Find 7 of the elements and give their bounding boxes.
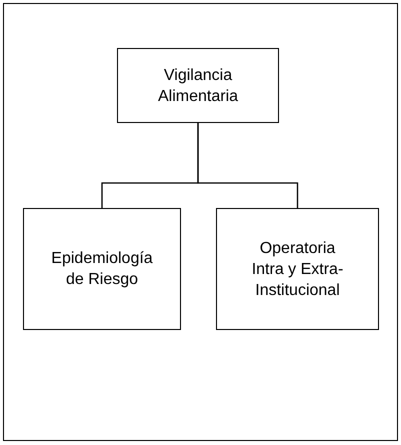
process-box (216, 208, 379, 330)
box-label: Epidemiología de Riesgo (50, 249, 154, 290)
process-box (117, 48, 279, 123)
box-label: Vigilancia Alimentaria (156, 66, 240, 106)
box-label: Operatoria Intra y Extra-Institucional (250, 238, 344, 300)
process-box (23, 208, 181, 330)
connector-line (197, 123, 298, 208)
